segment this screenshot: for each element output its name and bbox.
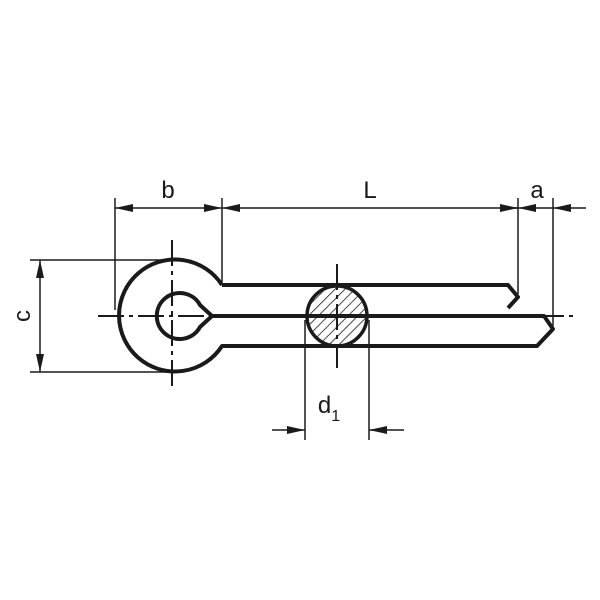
center-lines <box>98 240 578 388</box>
extension-lines <box>30 198 554 440</box>
label-b: b <box>161 177 174 204</box>
label-d1: d1 <box>318 392 340 425</box>
dimension-d1: d1 <box>272 392 404 434</box>
label-l: L <box>363 177 376 204</box>
label-a: a <box>530 177 544 204</box>
label-c: c <box>9 310 36 322</box>
dimension-l: L <box>222 177 518 212</box>
dimension-a: a <box>500 177 586 212</box>
dimension-c: c <box>9 260 44 372</box>
dimension-b: b <box>115 177 222 212</box>
